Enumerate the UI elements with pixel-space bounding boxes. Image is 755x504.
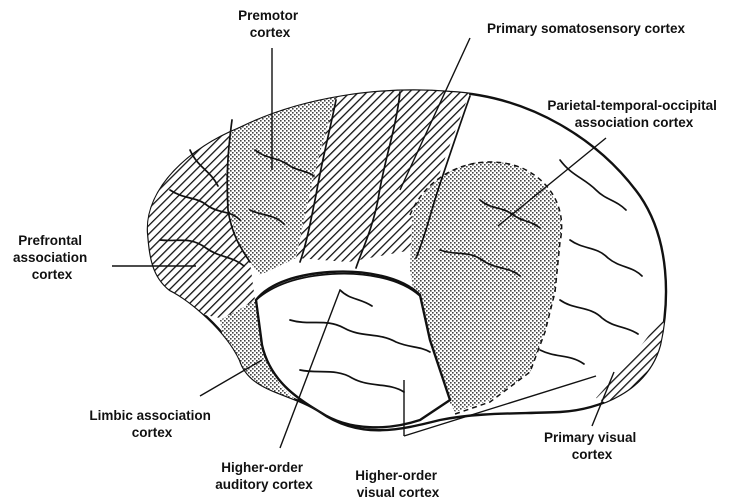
label-premotor: Premotor cortex	[238, 8, 302, 40]
label-visual-primary: Primary visual cortex	[544, 430, 640, 462]
label-limbic: Limbic association cortex	[89, 408, 214, 440]
label-somatosensory: Primary somatosensory cortex	[487, 21, 686, 36]
temporal-lobe	[256, 272, 450, 428]
label-auditory: Higher-order auditory cortex	[215, 460, 313, 492]
label-visual-higher: Higher-order visual cortex	[355, 468, 441, 500]
label-parietal: Parietal-temporal-occipital association …	[547, 98, 720, 130]
label-prefrontal: Prefrontal association cortex	[13, 233, 91, 282]
